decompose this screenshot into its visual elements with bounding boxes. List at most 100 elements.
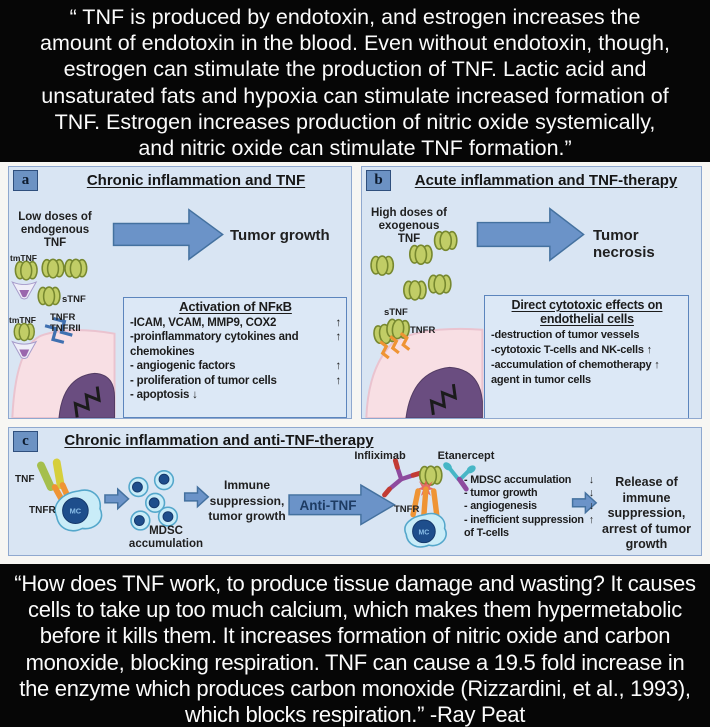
effect-row: - MDSC accumulation ↓ — [464, 474, 594, 487]
quote-line: the enzyme which produces carbon monoxid… — [19, 675, 691, 701]
membrane-anchor-icon — [11, 340, 38, 359]
nfkb-effects-box: Activation of NFκB -ICAM, VCAM, MMP9, CO… — [123, 297, 347, 418]
tnfr-label: TNFR — [29, 505, 56, 516]
effect-text: - inefficient suppression — [464, 513, 584, 526]
panel-b-title: Acute inflammation and TNF-therapy — [414, 172, 678, 189]
panel-a-chronic-inflammation: a Chronic inflammation and TNF Low doses… — [8, 166, 352, 419]
quote-line: which blocks respiration.” -Ray Peat — [184, 702, 526, 727]
effect-text: - apoptosis ↓ — [130, 389, 198, 401]
tnfr-label: TNFR — [410, 325, 436, 336]
dna-icon — [429, 383, 458, 416]
top-quote: “ TNF is produced by endotoxin, and estr… — [0, 4, 710, 161]
release-outcome-label: Release of immune suppression, arrest of… — [602, 475, 691, 551]
effect-row: of T-cells — [464, 527, 594, 540]
panel-b-acute-inflammation: b Acute inflammation and TNF-therapy Hig… — [361, 166, 702, 419]
nfkb-box-title: Activation of NFκB — [179, 299, 292, 314]
panel-a-graphics — [11, 208, 224, 418]
effect-text: -proinflammatory cytokines and chemokine… — [130, 331, 299, 358]
tnf-label: TNF — [15, 474, 35, 485]
mc-nucleus-label: MC — [419, 529, 430, 536]
tmtnf-label: tmTNF — [9, 315, 36, 325]
cytotoxic-box-title: Direct cytotoxic effects on endothelial … — [511, 298, 663, 326]
effect-row: - angiogenic factors ↑ — [130, 359, 341, 374]
effect-text: of T-cells — [464, 526, 509, 539]
panel-c-graphics: MC — [37, 458, 598, 548]
effect-text: - angiogenesis — [464, 500, 537, 513]
down-arrow-icon: ↓ — [588, 487, 594, 500]
tnf-trimer-icon — [14, 260, 38, 281]
tumor-growth-label: Tumor growth — [230, 227, 330, 244]
panel-c-title: Chronic inflammation and anti-TNF-therap… — [64, 432, 374, 449]
quote-line: “How does TNF work, to produce tissue da… — [14, 571, 696, 596]
tnf-trimer-icon — [408, 244, 433, 266]
tnfr-receptor-icon — [44, 317, 73, 344]
up-arrow-icon: ↑ — [335, 316, 341, 329]
stnf-trimer-icon — [37, 286, 61, 307]
effect-row: -ICAM, VCAM, MMP9, COX2 ↑ — [130, 316, 341, 331]
anti-tnf-arrow-icon — [288, 483, 396, 526]
panel-b-tag: b — [366, 170, 391, 191]
infliximab-antibody-icon — [382, 458, 423, 498]
mdsc-cell-cluster — [128, 470, 179, 531]
tnf-pathway-figure: a Chronic inflammation and TNF Low doses… — [0, 162, 710, 564]
anti-tnf-effects-list: - MDSC accumulation ↓ - tumor growth ↓ -… — [464, 474, 594, 540]
tnf-trimer-icon — [13, 322, 35, 342]
effect-text: - proliferation of tumor cells — [130, 374, 277, 387]
effect-row: agent in tumor cells — [491, 374, 591, 386]
membrane-anchor-icon — [11, 281, 38, 300]
up-arrow-icon: ↑ — [335, 374, 341, 387]
effect-row: -cytotoxic T-cells and NK-cells ↑ — [491, 344, 652, 356]
tnf-trimer-icon — [433, 230, 458, 252]
cytotoxic-effects-box: Direct cytotoxic effects on endothelial … — [484, 295, 689, 418]
tumor-necrosis-label: Tumor necrosis — [593, 227, 655, 261]
effect-row: - inefficient suppression ↑ — [464, 514, 594, 527]
panel-a-tag: a — [13, 170, 38, 191]
effect-text: - tumor growth — [464, 487, 538, 500]
infliximab-label: Infliximab — [354, 450, 406, 462]
stnf-label: sTNF — [384, 307, 408, 318]
effect-row: -destruction of tumor vessels — [491, 329, 640, 341]
tnfr-receptor-icon — [410, 486, 440, 518]
tnf-trimer-icon — [418, 465, 443, 486]
down-arrow-icon: ↓ — [588, 500, 594, 513]
tnf-ligand-icon — [37, 458, 65, 492]
effect-text: - angiogenic factors — [130, 360, 236, 372]
mc-nucleus-label: MC — [70, 507, 82, 516]
panel-c-tag: c — [13, 431, 38, 452]
tnfr-receptor-icon — [379, 331, 411, 360]
panel-a-title: Chronic inflammation and TNF — [86, 172, 306, 189]
immune-suppression-label: Immune suppression, tumor growth — [208, 478, 286, 523]
quote-line: amount of endotoxin in the blood. Even w… — [40, 31, 670, 56]
quote-line: cells to take up too much calcium, which… — [28, 597, 682, 623]
tumor-necrosis-arrow-icon — [476, 207, 585, 262]
tnf-trimer-icon — [403, 280, 427, 301]
tnfrii-label: TNFRII — [50, 323, 81, 334]
effect-row: - angiogenesis ↓ — [464, 500, 594, 513]
tnf-trimer-icon — [64, 258, 88, 279]
stnf-label: sTNF — [62, 294, 86, 305]
low-doses-label: Low doses of endogenous TNF — [18, 211, 92, 249]
tmtnf-label: tmTNF — [10, 253, 37, 263]
quote-line: before it kills them. It increases forma… — [39, 623, 671, 649]
tnfr-label: TNFR — [394, 504, 420, 515]
down-arrow-icon: ↓ — [588, 474, 594, 486]
flow-arrow-icon — [571, 491, 598, 515]
effect-row: - proliferation of tumor cells ↑ — [130, 374, 341, 389]
effect-row: - apoptosis ↓ — [130, 388, 341, 403]
effect-row: -proinflammatory cytokines and chemokine… — [130, 330, 341, 359]
tnf-trimer-icon — [427, 274, 452, 295]
tumor-growth-arrow-icon — [112, 208, 224, 261]
tnf-trimer-icon — [370, 255, 395, 276]
flow-arrow-icon — [104, 487, 130, 511]
quote-line: TNF. Estrogen increases production of ni… — [54, 109, 656, 134]
panel-b-graphics — [365, 207, 585, 418]
quote-line: monoxide, blocking respiration. TNF can … — [25, 649, 685, 675]
etanercept-label: Etanercept — [437, 450, 495, 462]
up-arrow-icon: ↑ — [588, 513, 594, 526]
endothelial-cell — [11, 329, 116, 418]
etanercept-icon — [443, 462, 476, 492]
dna-icon — [73, 386, 101, 418]
up-arrow-icon: ↑ — [335, 331, 341, 343]
mast-cell: MC — [54, 489, 103, 532]
